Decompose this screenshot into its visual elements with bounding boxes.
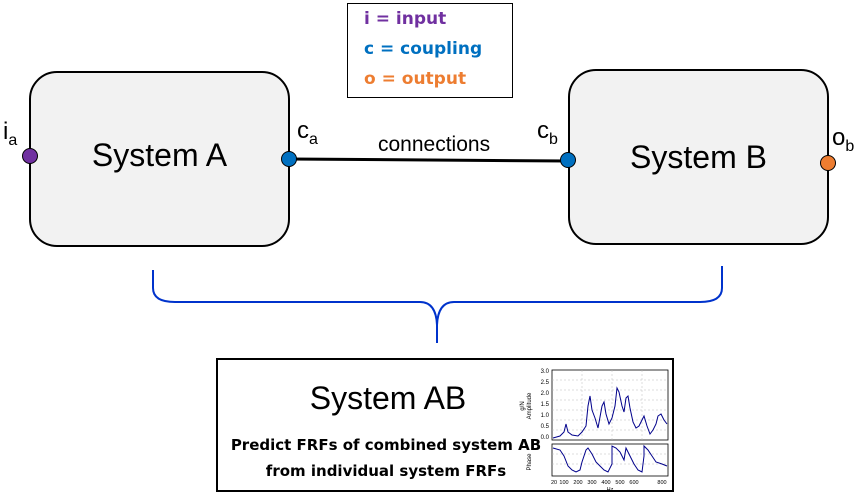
legend-output: o = output: [364, 69, 467, 89]
coupling-port-a-label: ca: [297, 117, 318, 148]
amplitude-curve: [552, 386, 668, 439]
x-tick-2: 200: [573, 480, 582, 486]
x-axis-label: Hz: [607, 487, 614, 492]
connection-line: [288, 157, 569, 163]
system-ab-desc-line1: Predict FRFs of combined system AB: [230, 436, 542, 454]
system-ab-desc-line2: from individual system FRFs: [265, 462, 507, 480]
amp-tick-0: 3.0: [541, 369, 550, 375]
connection-label: connections: [378, 133, 491, 156]
output-port-b-label: ob: [832, 124, 855, 155]
frf-plot-thumbnail: 3.0 2.5 2.0 1.5 1.0 0.5 0.0 g/N Amplitud…: [520, 369, 669, 492]
system-ab-title: System AB: [309, 380, 467, 416]
amp-ylabel: Amplitude: [527, 392, 533, 419]
legend-box: i = input c = coupling o = output: [347, 3, 513, 98]
system-b-box: System B: [568, 69, 829, 245]
phase-curve: [552, 444, 668, 473]
grouping-brace: [152, 266, 723, 343]
x-tick-6: 600: [629, 480, 638, 486]
input-port-a: [22, 148, 38, 164]
coupling-port-a: [281, 151, 297, 167]
amp-tick-4: 1.0: [541, 413, 550, 419]
input-port-a-label: ia: [3, 118, 18, 149]
amp-tick-2: 2.0: [541, 391, 550, 397]
system-a-box: System A: [29, 71, 290, 247]
amplitude-panel: [551, 369, 669, 441]
x-tick-5: 500: [615, 480, 624, 486]
x-tick-4: 400: [601, 480, 610, 486]
phase-ylabel: Phase: [527, 453, 533, 471]
x-tick-1: 100: [559, 480, 568, 486]
system-a-label: System A: [91, 137, 228, 173]
amp-tick-5: 0.5: [541, 424, 550, 430]
output-port-b: [820, 155, 836, 171]
amp-tick-1: 2.5: [541, 380, 550, 386]
system-ab-box: System AB Predict FRFs of combined syste…: [216, 358, 674, 492]
legend-coupling: c = coupling: [364, 39, 483, 59]
x-tick-0: 20: [551, 480, 557, 486]
coupling-port-b-label: cb: [537, 117, 558, 148]
coupling-port-b: [560, 152, 576, 168]
phase-panel: [551, 443, 669, 477]
x-tick-7: 800: [657, 480, 666, 486]
system-b-label: System B: [630, 139, 767, 175]
legend-input: i = input: [364, 9, 447, 29]
x-tick-3: 300: [587, 480, 596, 486]
amp-tick-6: 0.0: [541, 435, 550, 441]
amp-unit: g/N: [520, 401, 526, 410]
amp-tick-3: 1.5: [541, 402, 550, 408]
